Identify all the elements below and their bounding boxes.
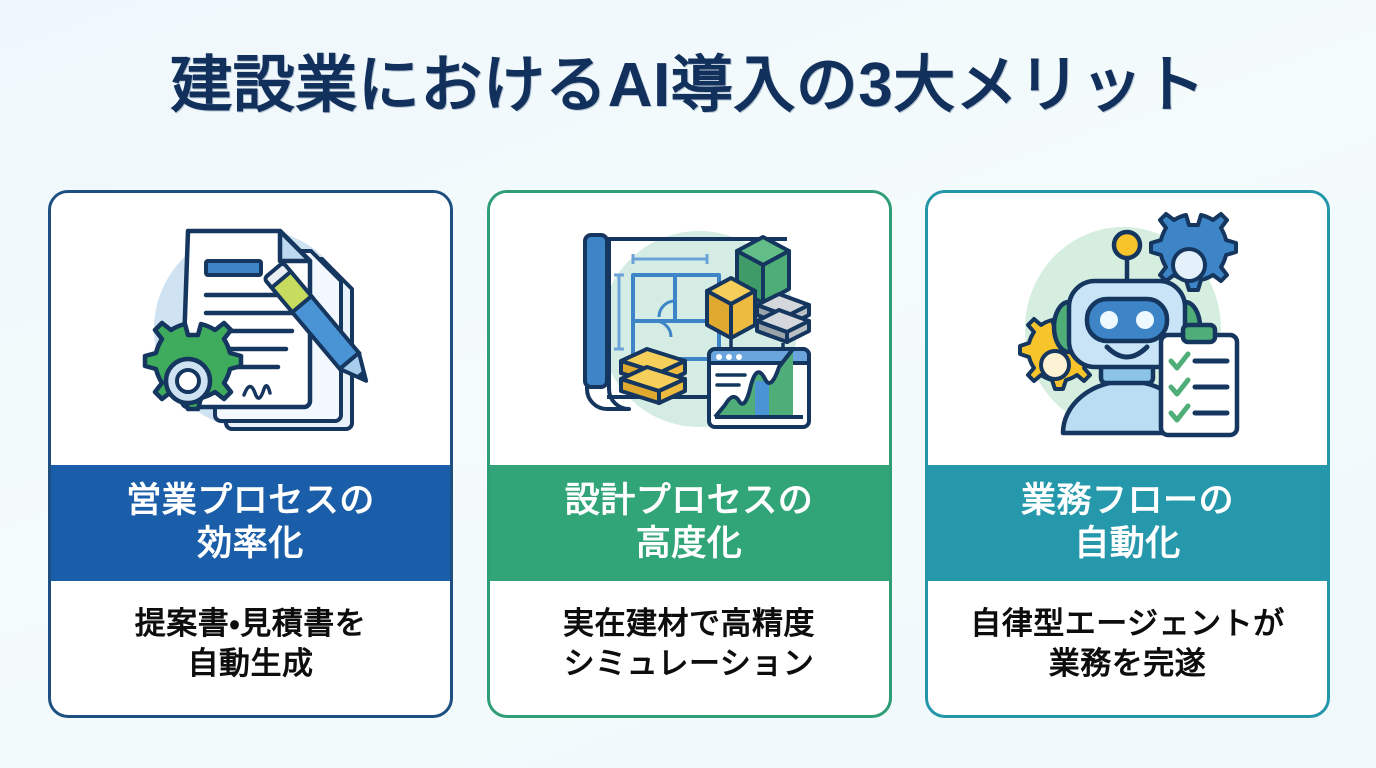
robot-with-clipboard-and-gears-icon [1017,212,1239,438]
banner-line-1: 営業プロセスの [126,481,375,521]
banner-line-2: 高度化 [635,524,743,563]
caption-line-2: シミュレーション [563,646,815,681]
banner-line-1: 業務フローの [1020,481,1234,521]
card-banner-title: 営業プロセスの 効率化 [51,465,450,581]
benefit-card-design[interactable]: 設計プロセスの 高度化 実在建材で高精度 シミュレーション [486,190,892,718]
banner-line-2: 自動化 [1074,524,1181,563]
card-icon-area [928,193,1327,465]
benefit-card-workflow[interactable]: 業務フローの 自動化 自律型エージェントが 業務を完遂 [925,190,1330,718]
page-title: 建設業におけるAI導入の3大メリット [170,51,1206,120]
banner-line-2: 効率化 [197,524,304,563]
card-caption: 実在建材で高精度 シミュレーション [490,581,889,715]
card-caption: 自律型エージェントが 業務を完遂 [928,581,1327,715]
card-icon-area [489,193,889,465]
card-icon-area [51,193,450,465]
benefit-card-sales[interactable]: 営業プロセスの 効率化 提案書・見積書を 自動生成 [48,190,453,718]
caption-line-1: 自律型エージェントが [970,606,1285,642]
card-banner-title: 業務フローの 自動化 [928,465,1327,581]
blueprint-materials-chart-icon [583,231,811,429]
document-with-pen-and-gear-icon [142,228,368,431]
caption-line-1: 実在建材で高精度 [563,606,815,642]
caption-line-1: 提案書・見積書を [134,606,367,642]
benefit-card-row: 営業プロセスの 効率化 提案書・見積書を 自動生成 [48,190,1330,720]
caption-line-2: 自動生成 [187,646,314,681]
banner-line-1: 設計プロセスの [564,481,814,521]
caption-line-2: 業務を完遂 [1048,646,1207,681]
card-caption: 提案書・見積書を 自動生成 [51,581,450,715]
card-banner-title: 設計プロセスの 高度化 [489,465,889,581]
